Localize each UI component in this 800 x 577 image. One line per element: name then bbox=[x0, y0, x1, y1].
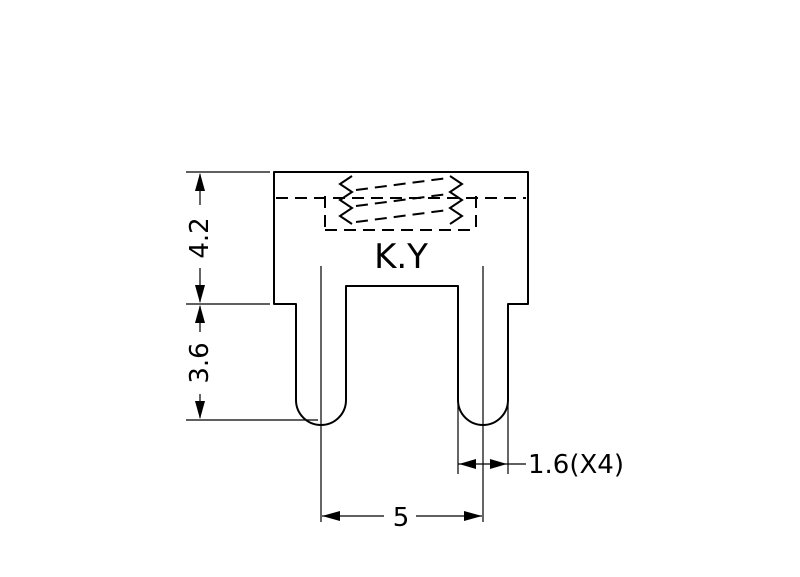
threaded-hole-hidden-lines bbox=[276, 196, 526, 231]
part-marking: K.Y bbox=[374, 237, 428, 277]
pin-center-lines bbox=[320, 266, 484, 522]
dimension-label-4-2: 4.2 bbox=[185, 217, 215, 258]
dimension-label-5: 5 bbox=[393, 503, 410, 533]
dimension-label-1-6: 1.6(X4) bbox=[528, 450, 624, 480]
dimension-pin-width: 1.6(X4) bbox=[457, 404, 624, 480]
dimension-pin-length: 3.6 bbox=[185, 305, 318, 421]
thread-lines bbox=[338, 175, 464, 225]
dimension-pin-pitch: 5 bbox=[322, 503, 482, 533]
part-outline bbox=[273, 171, 529, 426]
dimension-body-height: 4.2 bbox=[185, 171, 270, 305]
dimension-label-3-6: 3.6 bbox=[185, 342, 215, 383]
